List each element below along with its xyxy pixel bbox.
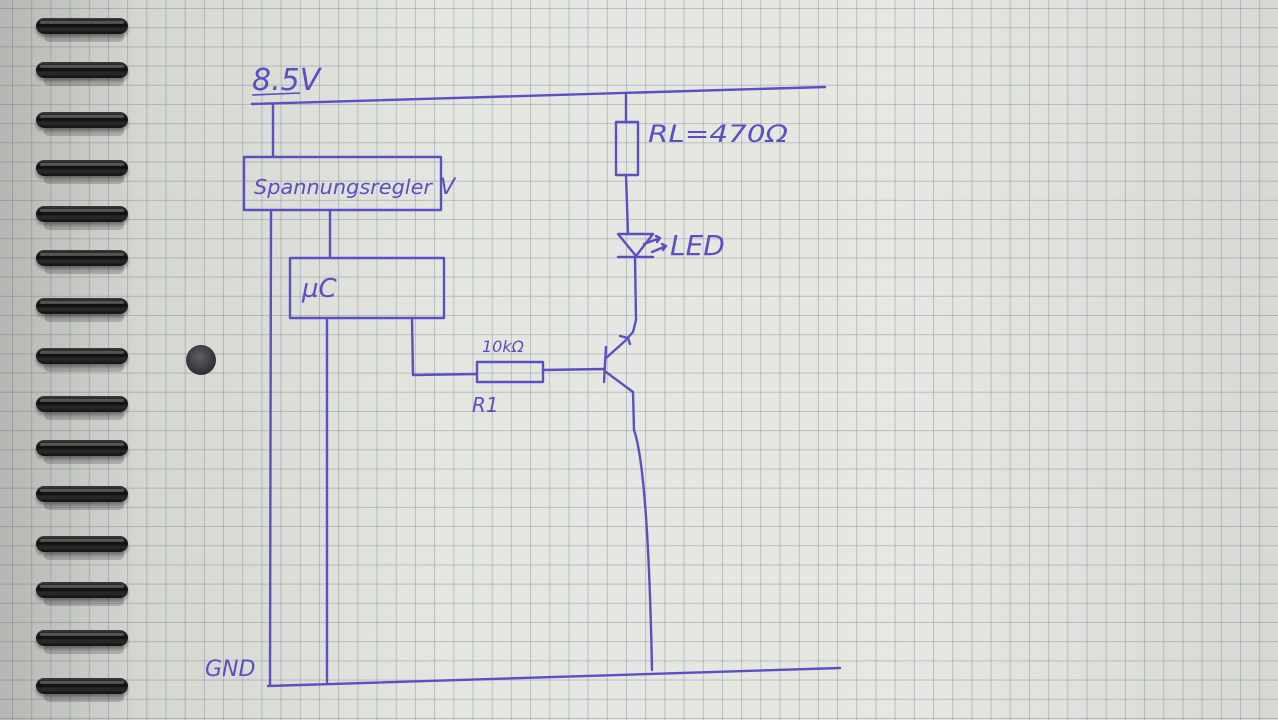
voltage-regulator-box (242, 155, 443, 212)
resistor-r1-value: 10kΩ (482, 337, 525, 356)
ring-shadow (44, 174, 124, 184)
resistor-r1 (475, 360, 545, 384)
wire-led-to-load-resistor (624, 173, 630, 236)
ring-shadow (44, 500, 124, 510)
transistor-arrow (618, 334, 632, 346)
spiral-ring (36, 160, 128, 176)
spiral-ring (36, 440, 128, 456)
ring-shadow (44, 264, 124, 274)
spiral-ring (36, 536, 128, 552)
load-resistor-label: RL=470Ω (648, 120, 789, 148)
ring-shadow (44, 220, 124, 230)
microcontroller-box (288, 256, 446, 320)
ring-shadow (44, 312, 124, 322)
ground-label: GND (205, 657, 255, 682)
led-label: LED (670, 229, 725, 262)
supply-voltage-label: 8.5V (252, 63, 323, 98)
ring-shadow (44, 410, 124, 420)
transistor-base-bar (602, 345, 608, 384)
spiral-ring (36, 396, 128, 412)
ring-shadow (44, 644, 124, 654)
ground-rail (266, 666, 842, 688)
regulator-label-tail: V (440, 175, 457, 200)
spiral-ring (36, 18, 128, 34)
resistor-r1-name: R1 (472, 393, 499, 417)
ring-shadow (44, 692, 124, 702)
regulator-label: Spannungsregler (254, 175, 434, 199)
transistor-emitter (604, 370, 636, 432)
led-emission-arrows (642, 234, 668, 254)
spiral-ring (36, 348, 128, 364)
transistor-collector (604, 318, 638, 360)
wire-mcu-output (410, 316, 479, 377)
wire-regulator-to-ground (268, 208, 273, 688)
spiral-ring (36, 112, 128, 128)
supply-rail (250, 85, 827, 106)
ring-shadow (44, 596, 124, 606)
wire-r1-to-base (541, 367, 606, 372)
led-triangle (616, 232, 655, 258)
spiral-ring (36, 582, 128, 598)
ring-shadow (44, 76, 124, 86)
spiral-ring (36, 486, 128, 502)
punch-hole (186, 345, 216, 375)
mcu-label: µC (301, 274, 338, 304)
spiral-ring (36, 250, 128, 266)
wire-emitter-to-ground (632, 428, 654, 672)
ring-shadow (44, 362, 124, 372)
ring-shadow (44, 454, 124, 464)
load-resistor (614, 120, 640, 177)
spiral-ring (36, 62, 128, 78)
spiral-ring (36, 298, 128, 314)
ring-shadow (44, 126, 124, 136)
ring-shadow (44, 32, 124, 42)
spiral-ring (36, 206, 128, 222)
ring-shadow (44, 550, 124, 560)
spiral-ring (36, 678, 128, 694)
wire-collector-to-led (633, 255, 638, 322)
spiral-ring (36, 630, 128, 646)
